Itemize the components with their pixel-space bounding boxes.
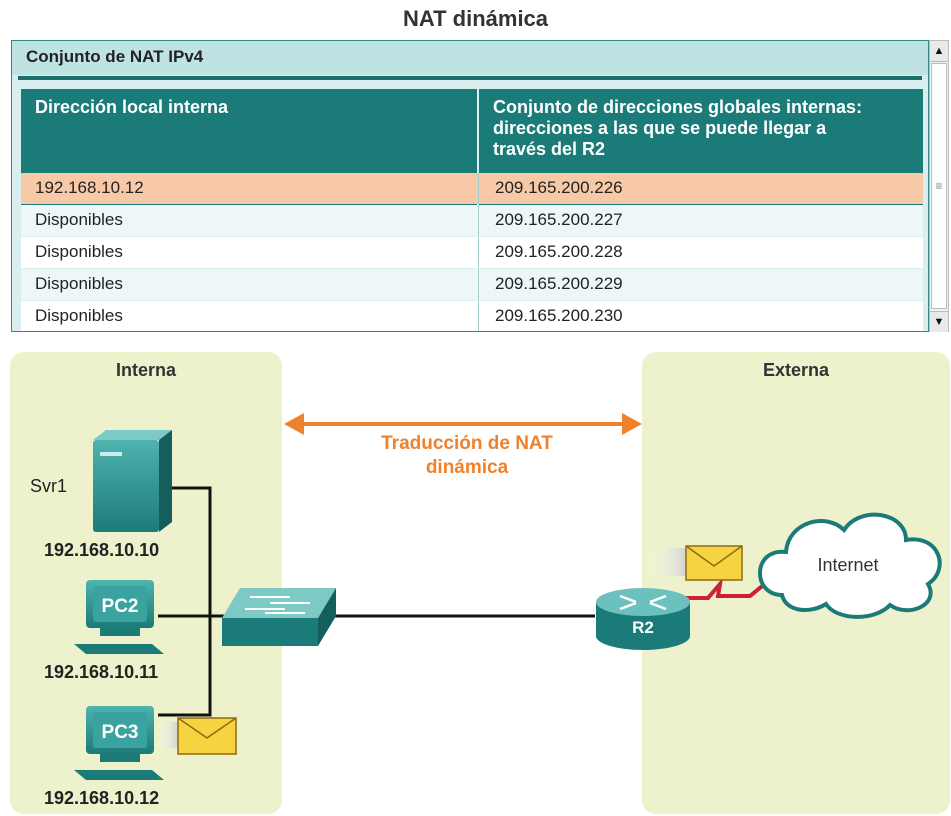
packet-envelope-icon bbox=[648, 545, 743, 581]
cell-global-address: 209.165.200.230 bbox=[495, 306, 623, 325]
internet-cloud-icon bbox=[758, 512, 942, 619]
table-caption: Conjunto de NAT IPv4 bbox=[12, 41, 928, 75]
cell-local-address: 192.168.10.12 bbox=[21, 173, 479, 204]
cell-local-address: Disponibles bbox=[21, 237, 479, 268]
pc2-icon bbox=[74, 580, 164, 654]
cell-local-address: Disponibles bbox=[21, 301, 479, 331]
pc3-name: PC3 bbox=[102, 722, 139, 743]
cell-local-address: Disponibles bbox=[21, 205, 479, 236]
table-row: Disponibles 209.165.200.227 bbox=[21, 205, 923, 236]
nat-pool-table: Conjunto de NAT IPv4 Dirección local int… bbox=[11, 40, 929, 332]
server-icon bbox=[93, 430, 172, 532]
table-row: Disponibles 209.165.200.229 bbox=[21, 269, 923, 300]
packet-envelope-icon bbox=[156, 717, 237, 755]
caption-divider bbox=[18, 76, 922, 80]
serial-link bbox=[676, 576, 774, 600]
scroll-down-icon[interactable]: ▼ bbox=[930, 311, 948, 332]
outside-zone-label: Externa bbox=[762, 360, 830, 380]
pc3-ip: 192.168.10.12 bbox=[44, 788, 160, 808]
server-ip: 192.168.10.10 bbox=[44, 540, 160, 560]
cell-global-address: 209.165.200.227 bbox=[495, 210, 623, 229]
diagram-title: NAT dinámica bbox=[402, 6, 549, 31]
router-icon bbox=[596, 588, 690, 650]
nat-translation-label: Traducción de NAT dinámica bbox=[381, 433, 553, 478]
inside-zone-label: Interna bbox=[115, 360, 176, 380]
cell-global-address: 209.165.200.229 bbox=[495, 274, 623, 293]
pc2-name: PC2 bbox=[102, 596, 139, 617]
table-row: Disponibles 209.165.200.230 bbox=[21, 301, 923, 331]
nat-translation-arrow bbox=[284, 413, 642, 435]
cell-local-address: Disponibles bbox=[21, 269, 479, 300]
router-name: R2 bbox=[632, 618, 654, 637]
cloud-name: Internet bbox=[817, 555, 878, 575]
table-row: Disponibles 209.165.200.228 bbox=[21, 237, 923, 268]
cell-global-address: 209.165.200.226 bbox=[495, 178, 623, 197]
scroll-thumb[interactable]: ≡ bbox=[931, 63, 947, 309]
pc2-ip: 192.168.10.11 bbox=[44, 662, 159, 682]
cell-global-address: 209.165.200.228 bbox=[495, 242, 623, 261]
server-name: Svr1 bbox=[30, 476, 68, 496]
table-row: 192.168.10.12 209.165.200.226 bbox=[21, 173, 923, 204]
switch-icon bbox=[222, 588, 336, 646]
table-scrollbar[interactable]: ▲ ≡ ▼ bbox=[929, 40, 949, 332]
lan-cables bbox=[158, 486, 595, 717]
pc3-icon bbox=[74, 706, 164, 780]
scroll-up-icon[interactable]: ▲ bbox=[930, 41, 948, 62]
grip-icon: ≡ bbox=[935, 179, 943, 193]
